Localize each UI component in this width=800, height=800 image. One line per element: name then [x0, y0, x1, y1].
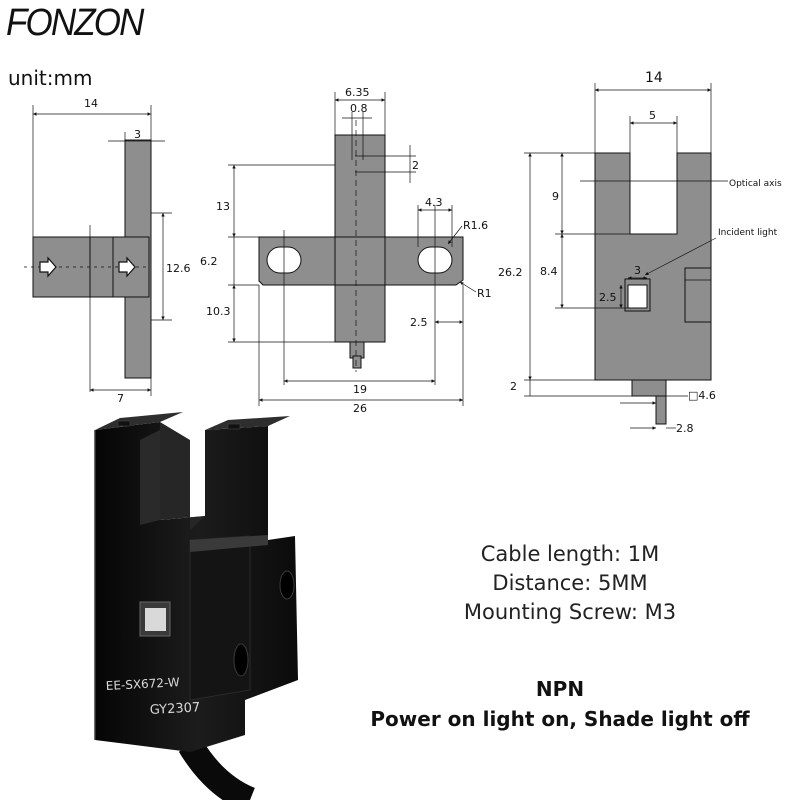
right-slot-width-label: 5: [649, 109, 656, 122]
front-hole-pitch-label: 19: [353, 383, 367, 396]
right-axis-height-label: 8.4: [540, 265, 558, 278]
sensor-model-text: EE-SX672-W: [105, 675, 180, 693]
spec-distance: Distance: 5MM: [492, 571, 648, 595]
right-view: [524, 83, 728, 430]
front-mid-label: 6.2: [200, 255, 218, 268]
side-height-label: 12.6: [166, 262, 191, 275]
right-window-w-label: 3: [634, 264, 641, 277]
unit-label: unit:mm: [8, 66, 93, 90]
side-offset-label: 7: [117, 392, 124, 405]
optical-axis-label: Optical axis: [729, 179, 782, 189]
right-total-height-label: 26.2: [498, 266, 523, 279]
right-pin-size-label: □4.6: [688, 389, 716, 402]
front-inner-width-label: 0.8: [350, 102, 368, 115]
sensor-batch-text: GY2307: [149, 700, 200, 718]
right-pin-gap-label: 2: [510, 380, 517, 393]
sensor-product-illustration: [94, 412, 298, 800]
front-radius-large-label: R1: [477, 287, 492, 300]
spec-cable-length: Cable length: 1M: [480, 542, 660, 566]
front-top-width-label: 6.35: [345, 86, 370, 99]
front-step-label: 2: [412, 159, 419, 172]
side-slot-label: 3: [134, 128, 141, 141]
spec-mounting-screw: Mounting Screw: M3: [463, 600, 677, 624]
output-type: NPN: [535, 677, 585, 701]
front-upper-label: 13: [216, 200, 230, 213]
front-lower-label: 10.3: [206, 305, 231, 318]
right-pin-width-label: 2.8: [676, 422, 694, 435]
front-edge-label: 2.5: [410, 316, 428, 329]
output-info: NPN Power on light on, Shade light off: [340, 674, 780, 734]
front-view: [228, 92, 477, 406]
output-description: Power on light on, Shade light off: [370, 707, 750, 731]
front-hole-width-label: 4.3: [425, 196, 443, 209]
front-total-width-label: 26: [353, 402, 367, 415]
side-width-label: 14: [84, 97, 98, 110]
brand-logo: FONZON: [6, 2, 144, 44]
incident-light-label: Incident light: [718, 228, 778, 238]
right-window-h-label: 2.5: [599, 291, 617, 304]
right-slot-depth-label: 9: [552, 190, 559, 203]
right-width-label: 14: [645, 70, 663, 86]
front-radius-small-label: R1.6: [463, 219, 488, 232]
spec-list: Cable length: 1M Distance: 5MM Mounting …: [400, 540, 740, 627]
side-view: [24, 105, 172, 396]
